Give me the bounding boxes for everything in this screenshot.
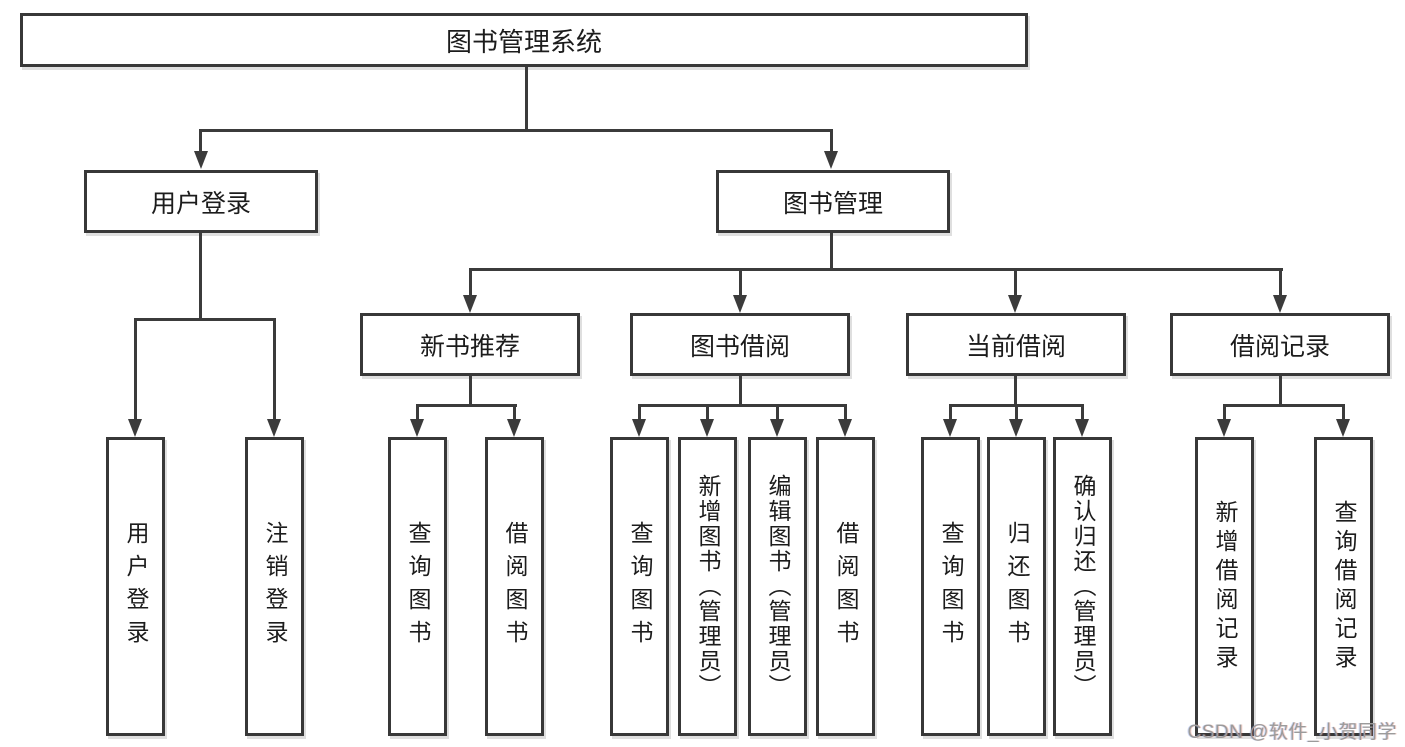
- node-book-borrow: 图书借阅: [630, 313, 850, 376]
- connector-riser: [469, 376, 472, 406]
- leaf-label: 借阅图书: [502, 520, 528, 653]
- leaf-label: 确认归还（管理员）: [1070, 474, 1096, 699]
- leaf-label: 用户登录: [123, 520, 149, 653]
- arrow-down-icon: [1009, 419, 1023, 437]
- leaf-query-book: 查询图书: [388, 437, 447, 736]
- leaf-label: 借阅图书: [833, 520, 859, 653]
- connector-bar: [416, 404, 517, 407]
- node-label: 图书管理: [782, 189, 883, 218]
- connector-stem: [1342, 404, 1345, 421]
- leaf-add-borrow-record: 新增借阅记录: [1195, 437, 1254, 736]
- connector-stem-new-book: [469, 268, 472, 297]
- leaf-borrow-book: 借阅图书: [816, 437, 875, 736]
- leaf-label: 新增图书（管理员）: [695, 474, 721, 699]
- arrow-down-icon: [770, 419, 784, 437]
- connector-stem: [273, 318, 276, 420]
- leaf-label: 查询图书: [627, 520, 653, 653]
- connector-user-login-riser: [199, 233, 202, 320]
- node-label: 用户登录: [150, 189, 251, 218]
- leaf-return-book: 归还图书: [987, 437, 1046, 736]
- connector-user-login-bar: [134, 318, 276, 321]
- leaf-label: 新增借阅记录: [1212, 499, 1238, 674]
- leaf-edit-book-admin: 编辑图书（管理员）: [748, 437, 807, 736]
- connector-stem: [1015, 404, 1018, 421]
- arrow-down-icon: [128, 419, 142, 437]
- arrow-down-icon: [1008, 295, 1022, 313]
- arrow-down-icon: [733, 295, 747, 313]
- node-current-borrow: 当前借阅: [906, 313, 1126, 376]
- connector-stem: [844, 404, 847, 421]
- arrow-down-icon: [700, 419, 714, 437]
- arrow-down-icon: [267, 419, 281, 437]
- connector-stem-book-mgmt: [830, 129, 833, 153]
- node-book-management: 图书管理: [716, 170, 950, 233]
- connector-riser: [1279, 376, 1282, 406]
- leaf-label: 查询图书: [938, 520, 964, 653]
- node-label: 当前借阅: [965, 332, 1066, 361]
- arrow-down-icon: [632, 419, 646, 437]
- connector-level2-bar: [199, 129, 833, 132]
- leaf-query-book: 查询图书: [921, 437, 980, 736]
- connector-stem-current-borrow: [1014, 268, 1017, 297]
- leaf-borrow-book: 借阅图书: [485, 437, 544, 736]
- connector-stem: [776, 404, 779, 421]
- csdn-watermark: CSDN @软件_小贺同学: [1187, 722, 1397, 743]
- connector-stem: [513, 404, 516, 421]
- leaf-query-borrow-record: 查询借阅记录: [1314, 437, 1373, 736]
- leaf-query-book: 查询图书: [610, 437, 669, 736]
- connector-riser: [739, 376, 742, 406]
- node-label: 图书管理系统: [445, 26, 602, 57]
- node-label: 借阅记录: [1229, 332, 1330, 361]
- connector-stem: [706, 404, 709, 421]
- leaf-user-login: 用户登录: [106, 437, 165, 736]
- connector-root-riser: [525, 67, 528, 130]
- connector-bar: [1223, 404, 1345, 407]
- arrow-down-icon: [1273, 295, 1287, 313]
- connector-stem: [638, 404, 641, 421]
- connector-bar: [638, 404, 847, 407]
- arrow-down-icon: [463, 295, 477, 313]
- node-label: 图书借阅: [689, 332, 790, 361]
- connector-riser: [1014, 376, 1017, 406]
- connector-stem: [134, 318, 137, 420]
- connector-book-mgmt-riser: [830, 233, 833, 270]
- leaf-add-book-admin: 新增图书（管理员）: [678, 437, 737, 736]
- leaf-logout: 注销登录: [245, 437, 304, 736]
- node-new-book-recommend: 新书推荐: [360, 313, 580, 376]
- arrow-down-icon: [824, 151, 838, 169]
- leaf-label: 注销登录: [262, 520, 288, 653]
- arrow-down-icon: [507, 419, 521, 437]
- connector-level3-bar: [469, 268, 1283, 271]
- arrow-down-icon: [410, 419, 424, 437]
- arrow-down-icon: [194, 151, 208, 169]
- leaf-label: 查询图书: [405, 520, 431, 653]
- arrow-down-icon: [943, 419, 957, 437]
- connector-stem: [949, 404, 952, 421]
- connector-stem: [1081, 404, 1084, 421]
- connector-stem: [1223, 404, 1226, 421]
- connector-stem-book-borrow: [739, 268, 742, 297]
- connector-stem: [416, 404, 419, 421]
- connector-stem-user-login: [199, 129, 202, 153]
- leaf-label: 查询借阅记录: [1331, 499, 1357, 674]
- leaf-label: 编辑图书（管理员）: [765, 474, 791, 699]
- arrow-down-icon: [838, 419, 852, 437]
- leaf-label: 归还图书: [1004, 520, 1030, 653]
- arrow-down-icon: [1075, 419, 1089, 437]
- node-borrow-records: 借阅记录: [1170, 313, 1390, 376]
- node-label: 新书推荐: [419, 332, 520, 361]
- arrow-down-icon: [1217, 419, 1231, 437]
- connector-stem-borrow-record: [1279, 268, 1282, 297]
- node-library-management-system: 图书管理系统: [20, 13, 1028, 67]
- node-user-login: 用户登录: [84, 170, 318, 233]
- leaf-confirm-return-admin: 确认归还（管理员）: [1053, 437, 1112, 736]
- arrow-down-icon: [1336, 419, 1350, 437]
